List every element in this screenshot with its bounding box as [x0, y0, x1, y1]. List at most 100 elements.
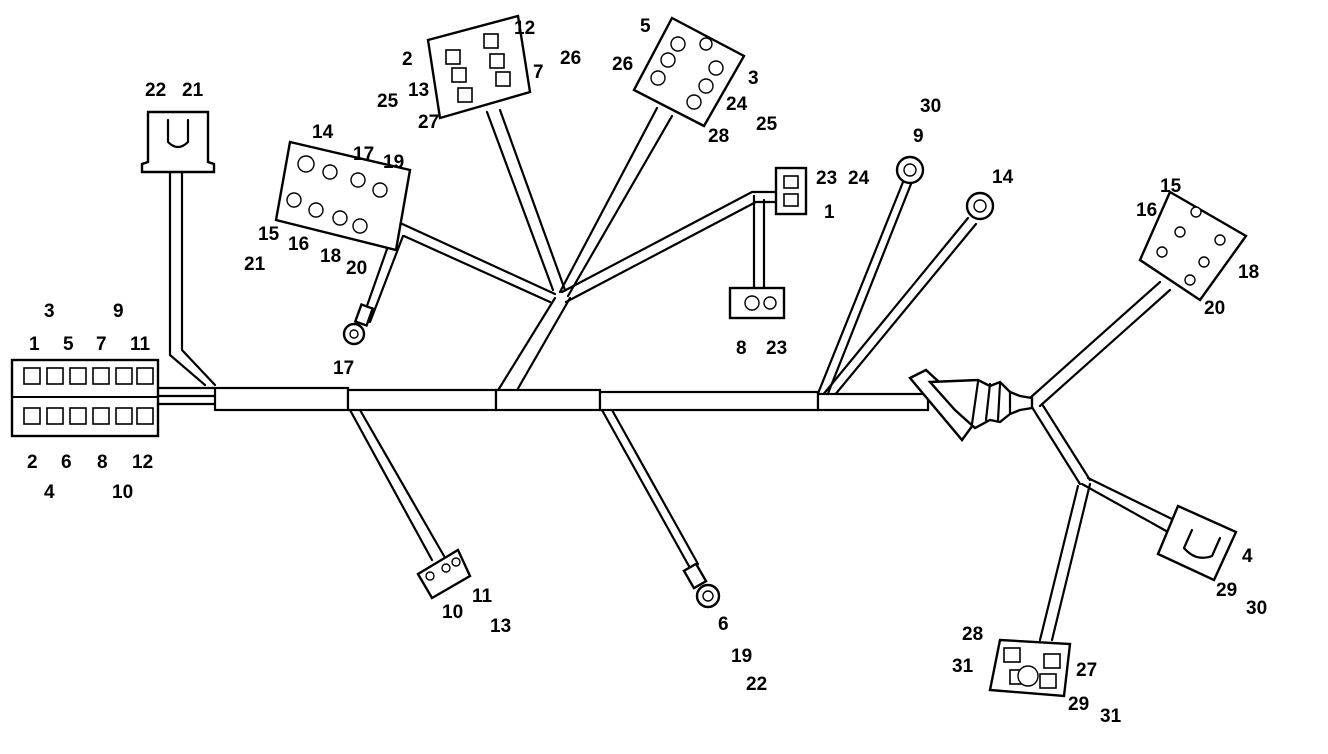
wire-plug-lower-mid [348, 408, 446, 562]
label-pin: 23 [816, 168, 837, 189]
label-pin: 12 [514, 18, 535, 39]
plug-lower-mid [416, 548, 472, 600]
trunk-segment [816, 392, 930, 412]
label-pin: 25 [756, 114, 778, 135]
label-pin: 2 [27, 452, 38, 473]
label-pin: 19 [731, 646, 752, 667]
label-pin: 17 [333, 358, 354, 379]
ring-terminal-14 [965, 191, 995, 221]
wire-ring-9 [815, 180, 913, 398]
label-pin: 26 [560, 48, 581, 69]
wire-right-junction [1028, 280, 1172, 408]
wire-ring-6 [600, 408, 700, 570]
label-pin: 1 [29, 334, 40, 355]
label-pin: 19 [383, 152, 404, 173]
ring-terminal-6 [682, 562, 721, 609]
wire-hub-six-hole [396, 220, 557, 304]
wire-hub-upper-right [558, 106, 674, 298]
label-pin: 15 [1160, 176, 1182, 197]
label-pin: 25 [377, 91, 399, 112]
label-pin: 21 [244, 254, 266, 275]
label-pin: 10 [442, 602, 463, 623]
label-pin: 22 [746, 674, 767, 695]
label-pin: 11 [472, 586, 493, 607]
wire-small-plug-drop [752, 194, 766, 292]
harness-wires [156, 106, 1176, 642]
label-pin: 16 [288, 234, 309, 255]
label-pin: 24 [726, 94, 748, 115]
label-pin: 24 [848, 168, 870, 189]
label-pin: 28 [708, 126, 729, 147]
upper-left-block [426, 14, 532, 120]
label-pin: 16 [1136, 200, 1157, 221]
label-pin: 18 [1238, 262, 1259, 283]
left-block-pins [23, 367, 154, 425]
label-pin: 27 [418, 112, 439, 133]
small-plug-bottom [728, 286, 786, 320]
label-pin: 20 [346, 258, 367, 279]
grommet-boot [927, 378, 1034, 430]
label-pin: 13 [490, 616, 511, 637]
label-pin: 2 [402, 49, 413, 70]
label-pin: 26 [612, 54, 633, 75]
wire-to-hub [495, 296, 572, 394]
label-pin: 31 [952, 656, 974, 677]
label-pin: 6 [61, 452, 72, 473]
label-pin: 23 [766, 338, 787, 359]
callout-labels: 1 5 7 11 3 9 2 6 8 12 4 10 22 21 14 17 1… [27, 16, 1267, 727]
label-pin: 4 [44, 482, 55, 503]
label-pin: 29 [1216, 580, 1237, 601]
label-pin: 30 [1246, 598, 1267, 619]
ring-terminal-9 [895, 155, 925, 185]
wire-hub-small-plug [560, 190, 780, 304]
label-pin: 9 [913, 126, 924, 147]
label-pin: 8 [97, 452, 108, 473]
label-pin: 1 [824, 202, 835, 223]
label-pin: 5 [640, 16, 651, 37]
wire-ring-14 [820, 216, 978, 398]
u-plug-right [1156, 504, 1238, 582]
label-pin: 31 [1100, 706, 1122, 727]
label-pin: 17 [353, 144, 374, 165]
label-pin: 7 [96, 334, 107, 355]
label-pin: 28 [962, 624, 983, 645]
trunk-segment [494, 388, 602, 412]
wire-u-plug-top [168, 170, 217, 387]
label-pin: 8 [736, 338, 747, 359]
label-pin: 7 [533, 62, 544, 83]
label-pin: 29 [1068, 694, 1089, 715]
label-pin: 3 [44, 301, 55, 322]
trunk-segment [598, 390, 820, 412]
wire-hub-upper-left [485, 108, 567, 292]
ring-terminal-17 [342, 302, 375, 346]
label-pin: 5 [63, 334, 74, 355]
label-pin: 22 [145, 80, 166, 101]
right-block [1138, 190, 1248, 302]
wire-bottom-block [1038, 482, 1092, 642]
wire-u-plug-right [1080, 476, 1176, 534]
label-pin: 20 [1204, 298, 1225, 319]
label-pin: 18 [320, 246, 341, 267]
wire-right-lower [1028, 402, 1092, 486]
trunk-segment [346, 388, 498, 412]
label-pin: 14 [312, 122, 334, 143]
trunk-segment [213, 386, 350, 412]
label-pin: 10 [112, 482, 133, 503]
label-pin: 4 [1242, 546, 1253, 567]
six-hole-block [274, 140, 412, 252]
label-pin: 6 [718, 614, 729, 635]
label-pin: 3 [748, 68, 759, 89]
small-plug-top [774, 166, 808, 216]
label-pin: 9 [113, 301, 124, 322]
bottom-block [988, 638, 1072, 698]
label-pin: 11 [130, 334, 151, 355]
label-pin: 14 [992, 167, 1014, 188]
label-pin: 27 [1076, 660, 1097, 681]
label-pin: 30 [920, 96, 941, 117]
left-block-connector [10, 358, 160, 438]
main-trunk [213, 368, 1034, 442]
label-pin: 12 [132, 452, 153, 473]
u-plug-top [140, 110, 216, 174]
wire-left-block [156, 386, 217, 406]
